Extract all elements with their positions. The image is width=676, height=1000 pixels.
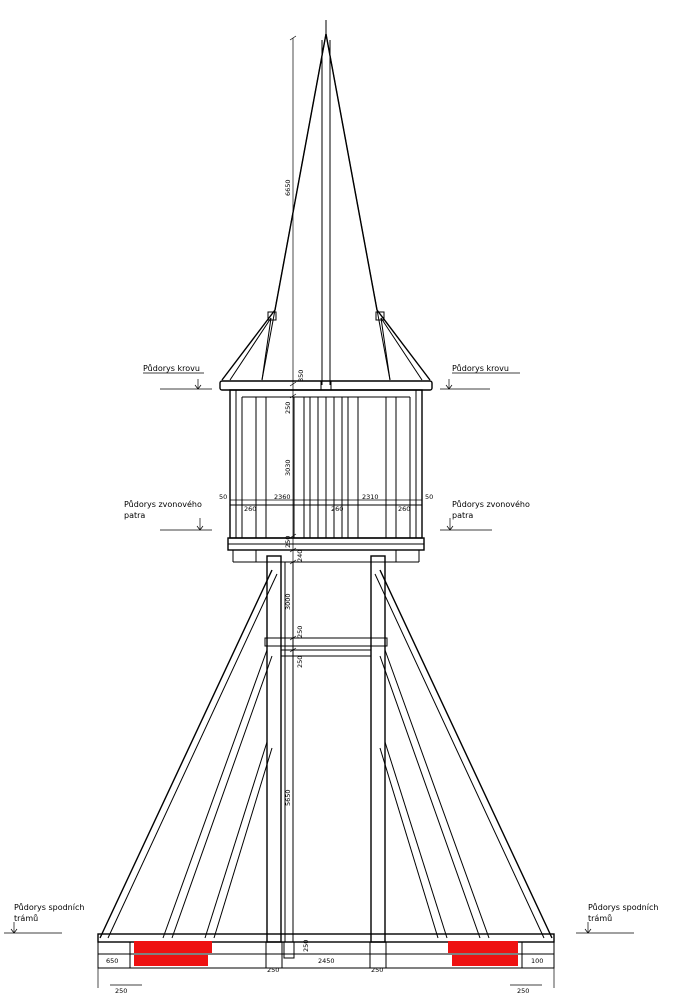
label-roof-right: Půdorys krovu	[452, 363, 509, 373]
dim-base-mid: 2450	[318, 957, 335, 965]
diagonal-struts	[99, 569, 553, 939]
highlight-right-lower	[452, 955, 518, 966]
dim-bell-upper: 250	[284, 402, 292, 414]
bell-dimensions: 50 2360 2310 50 260 260 260	[219, 493, 433, 513]
highlight-left-upper	[134, 941, 212, 953]
dim-bell-width-left: 2360	[274, 493, 291, 501]
base-highlights	[134, 941, 518, 966]
dim-base-bottom-left: 250	[115, 987, 127, 995]
dim-bell-edge-right: 50	[425, 493, 433, 501]
base-beams	[97, 933, 555, 988]
bell-chamber	[227, 389, 425, 563]
dim-brace-a: 250	[296, 626, 304, 638]
base-dimensions: 650 2450 100 250 250 250 250	[106, 957, 543, 995]
label-base-right-line1: Půdorys spodních	[588, 902, 658, 912]
dim-floor-b: 240	[296, 550, 304, 562]
dim-base-bottom-right: 250	[517, 987, 529, 995]
roof-eave	[219, 380, 433, 391]
spire	[221, 20, 431, 385]
dim-bell-width-right: 2310	[362, 493, 379, 501]
dim-bell-post-mid: 260	[331, 505, 343, 513]
dim-brace-b: 250	[296, 656, 304, 668]
dim-floor-a: 250	[284, 536, 292, 548]
dim-bell-post-left: 260	[244, 505, 256, 513]
dim-base-small-left: 250	[267, 966, 279, 974]
label-bell-right-line1: Půdorys zvonového	[452, 499, 530, 509]
dim-post-lower: 5650	[284, 789, 292, 806]
label-bell-left-line2: patra	[124, 511, 145, 520]
label-base-left-line1: Půdorys spodních	[14, 902, 84, 912]
dim-bell-height: 3030	[284, 459, 292, 476]
dim-base-small-right: 250	[371, 966, 383, 974]
dim-base-left: 650	[106, 957, 118, 965]
dim-spire-height: 6650	[284, 179, 292, 196]
label-base-left-line2: trámů	[14, 913, 38, 923]
label-base-right-line2: trámů	[588, 913, 612, 923]
vertical-dimension-chain: 6650 350 250 3030 250 240 3000 250 250 5…	[284, 35, 310, 952]
dim-bell-post-right: 260	[398, 505, 410, 513]
label-bell-right-line2: patra	[452, 511, 473, 520]
highlight-right-upper	[448, 941, 518, 953]
dim-roof-edge: 350	[297, 370, 305, 382]
level-labels: Půdorys krovu Půdorys krovu Půdorys zvon…	[4, 363, 658, 934]
main-posts	[264, 555, 388, 943]
label-bell-left-line1: Půdorys zvonového	[124, 499, 202, 509]
dim-bell-edge-left: 50	[219, 493, 227, 501]
dim-base-right: 100	[531, 957, 543, 965]
label-roof-left: Půdorys krovu	[143, 363, 200, 373]
dim-post-upper: 3000	[284, 593, 292, 610]
highlight-left-lower	[134, 955, 208, 966]
dim-base-a: 250	[302, 940, 310, 952]
